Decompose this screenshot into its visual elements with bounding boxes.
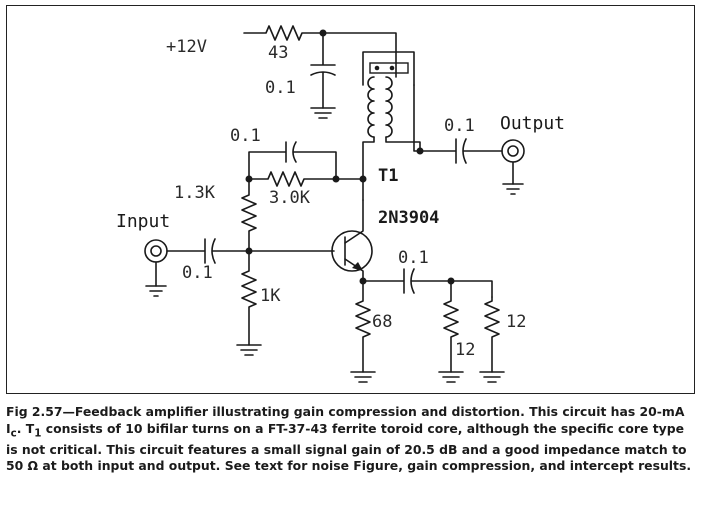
r-bias-lower-label: 1K [260, 286, 281, 306]
r-load-a [443, 280, 459, 373]
r-feedback-label: 3.0K [269, 188, 311, 208]
r-emitter-label: 68 [372, 312, 392, 332]
figure-caption: Fig 2.57—Feedback amplifier illustrating… [6, 404, 696, 475]
r-bias-upper-label: 1.3K [174, 183, 216, 203]
input-connector-icon[interactable] [144, 239, 168, 287]
schematic: +12V 43 0.1 T1 0.1 Output [116, 25, 565, 383]
caption-text-1: Fig 2.57—Feedback amplifier illustrating… [6, 404, 685, 436]
bypass-capacitor [310, 32, 336, 109]
t1-label: T1 [378, 166, 398, 186]
input-label: Input [116, 211, 170, 232]
output-connector-icon[interactable] [501, 139, 525, 185]
r-load-b [484, 296, 500, 373]
transformer-t1 [362, 51, 421, 201]
load-b-ground-icon [479, 371, 505, 383]
supply-wire [243, 25, 397, 53]
bias-ground-icon [236, 344, 262, 356]
output-ground-icon [502, 183, 524, 195]
output-wire [413, 84, 503, 164]
feedback-network [245, 141, 367, 187]
c-output-label: 0.1 [444, 116, 475, 136]
r-emitter [355, 280, 371, 373]
r-bias-upper [241, 178, 257, 252]
caption-ic-subscript: c [10, 427, 17, 440]
bypass-ground-icon [310, 107, 336, 119]
caption-text-3: consists of 10 bifilar turns on a FT-37-… [6, 420, 692, 474]
emitter-wire [359, 268, 493, 298]
c-feedback-label: 0.1 [230, 126, 261, 146]
figure-frame [6, 5, 695, 394]
caption-t1-subscript: 1 [34, 427, 42, 440]
r-load-b-label: 12 [506, 312, 526, 332]
c-input-label: 0.1 [182, 263, 213, 283]
emitter-ground-icon [350, 371, 376, 383]
r-supply-label: 43 [268, 43, 288, 63]
r-load-a-label: 12 [455, 340, 475, 360]
c-emitter-label: 0.1 [398, 248, 429, 268]
load-a-ground-icon [438, 371, 464, 383]
input-wire [166, 238, 335, 264]
supply-label: +12V [166, 37, 207, 57]
input-ground-icon [145, 285, 167, 297]
c-bypass-label: 0.1 [265, 78, 296, 98]
r-bias-lower [241, 250, 257, 346]
output-label: Output [500, 113, 565, 134]
transistor-q1 [331, 199, 373, 282]
caption-text-2: . T [16, 420, 35, 436]
transistor-label: 2N3904 [378, 208, 439, 228]
